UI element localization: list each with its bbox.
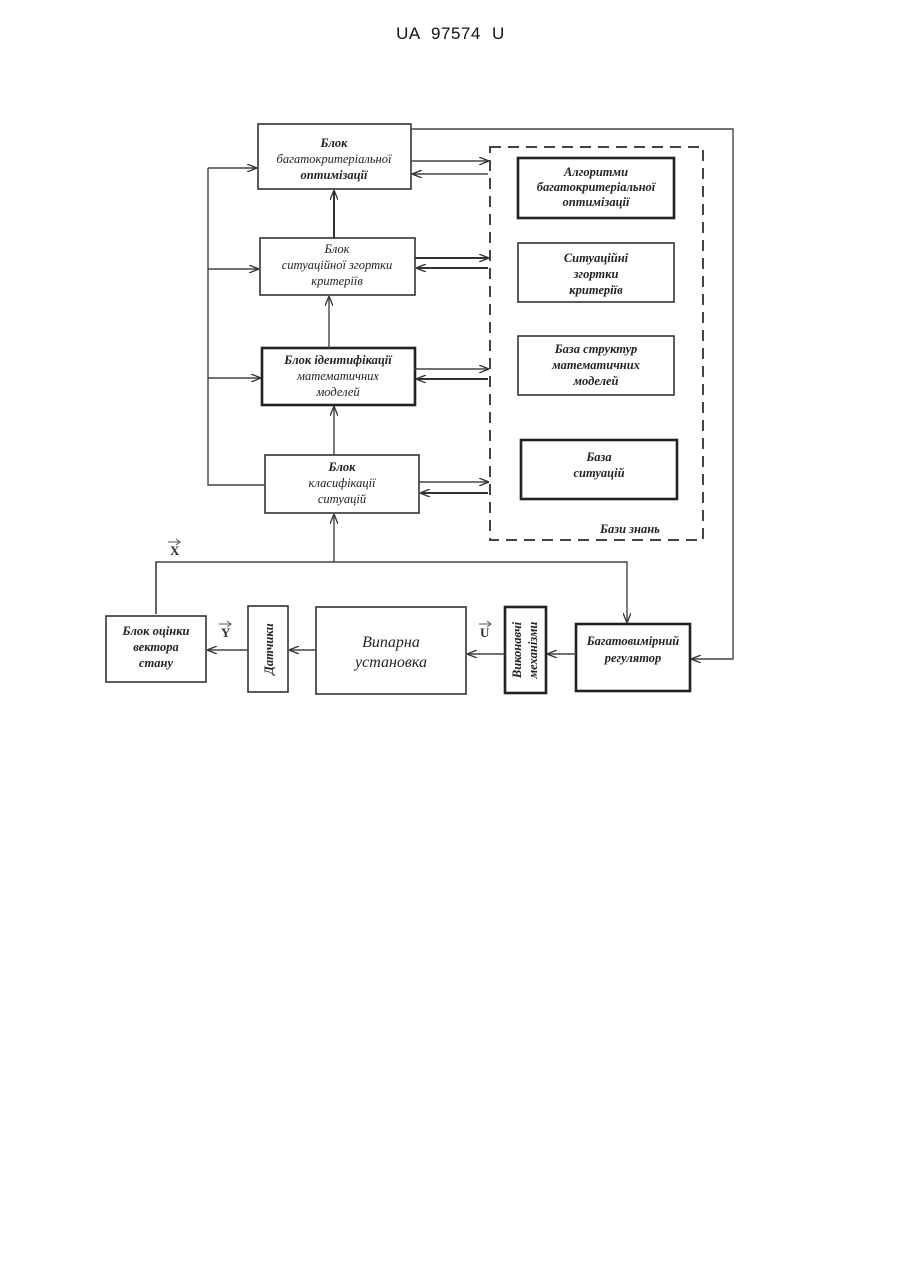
svg-text:оптимізації: оптимізації: [301, 168, 369, 182]
feedback-bus: [208, 168, 265, 485]
svg-text:моделей: моделей: [315, 385, 360, 399]
svg-text:Датчики: Датчики: [262, 623, 276, 675]
svg-text:Блок: Блок: [323, 242, 349, 256]
svg-text:X: X: [170, 543, 180, 558]
svg-text:згортки: згортки: [573, 267, 619, 281]
identification-block: Блок ідентифікації математичних моделей: [262, 348, 415, 405]
svg-text:критеріїв: критеріїв: [569, 283, 623, 297]
signal-y-label: Y: [219, 621, 231, 640]
svg-text:вектора: вектора: [133, 640, 178, 654]
kb-convolutions: Ситуаційні згортки критеріїв: [518, 243, 674, 302]
svg-text:Випарна: Випарна: [362, 634, 420, 651]
svg-text:установка: установка: [353, 654, 427, 671]
svg-text:Блок оцінки: Блок оцінки: [122, 624, 190, 638]
svg-text:ситуаційної згортки: ситуаційної згортки: [282, 258, 393, 272]
svg-text:Багатовимірний: Багатовимірний: [586, 634, 680, 648]
link-identification-kb: [415, 369, 488, 379]
optimization-block: Блок багатокритеріальної оптимізації: [258, 124, 411, 189]
classification-block: Блок класифікації ситуацій: [265, 455, 419, 513]
signal-x-label: X: [168, 539, 180, 558]
svg-text:математичних: математичних: [551, 358, 640, 372]
svg-text:критеріїв: критеріїв: [311, 274, 363, 288]
svg-text:моделей: моделей: [572, 374, 618, 388]
svg-text:Виконавчі: Виконавчі: [510, 621, 524, 679]
svg-text:стану: стану: [139, 656, 173, 670]
svg-text:класифікації: класифікації: [308, 476, 376, 490]
link-optimization-kb: [411, 161, 488, 174]
svg-text:Y: Y: [221, 625, 231, 640]
svg-text:механізми: механізми: [526, 622, 540, 680]
convolution-block: Блок ситуаційної згортки критеріїв: [260, 238, 415, 295]
kb-structures: База структур математичних моделей: [518, 336, 674, 395]
svg-text:ситуацій: ситуацій: [318, 492, 367, 506]
svg-text:Алгоритми: Алгоритми: [563, 165, 628, 179]
knowledge-base-title: Бази знань: [599, 522, 660, 536]
svg-text:Блок ідентифікації: Блок ідентифікації: [283, 353, 393, 367]
svg-text:Ситуаційні: Ситуаційні: [564, 251, 629, 265]
svg-text:База структур: База структур: [554, 342, 638, 356]
svg-text:математичних: математичних: [296, 369, 379, 383]
svg-text:ситуацій: ситуацій: [573, 466, 624, 480]
svg-text:U: U: [480, 625, 490, 640]
signal-u-label: U: [479, 621, 491, 640]
svg-text:регулятор: регулятор: [604, 651, 662, 665]
actuators-block: Виконавчі механізми: [505, 607, 546, 693]
svg-text:Блок: Блок: [328, 460, 357, 474]
plant-block: Випарна установка: [316, 607, 466, 694]
svg-text:багатокритеріальної: багатокритеріальної: [537, 180, 657, 194]
svg-text:багатокритеріальної: багатокритеріальної: [277, 152, 392, 166]
sensors-block: Датчики: [248, 606, 288, 692]
link-classification-kb: [419, 482, 488, 493]
svg-text:оптимізації: оптимізації: [563, 195, 631, 209]
kb-situations: База ситуацій: [521, 440, 677, 499]
regulator-block: Багатовимірний регулятор: [576, 624, 690, 691]
kb-algorithms: Алгоритми багатокритеріальної оптимізаці…: [518, 158, 674, 218]
state-estimation-block: Блок оцінки вектора стану: [106, 616, 206, 682]
link-convolution-kb: [415, 258, 488, 268]
svg-text:Блок: Блок: [320, 136, 349, 150]
svg-text:База: База: [585, 450, 611, 464]
